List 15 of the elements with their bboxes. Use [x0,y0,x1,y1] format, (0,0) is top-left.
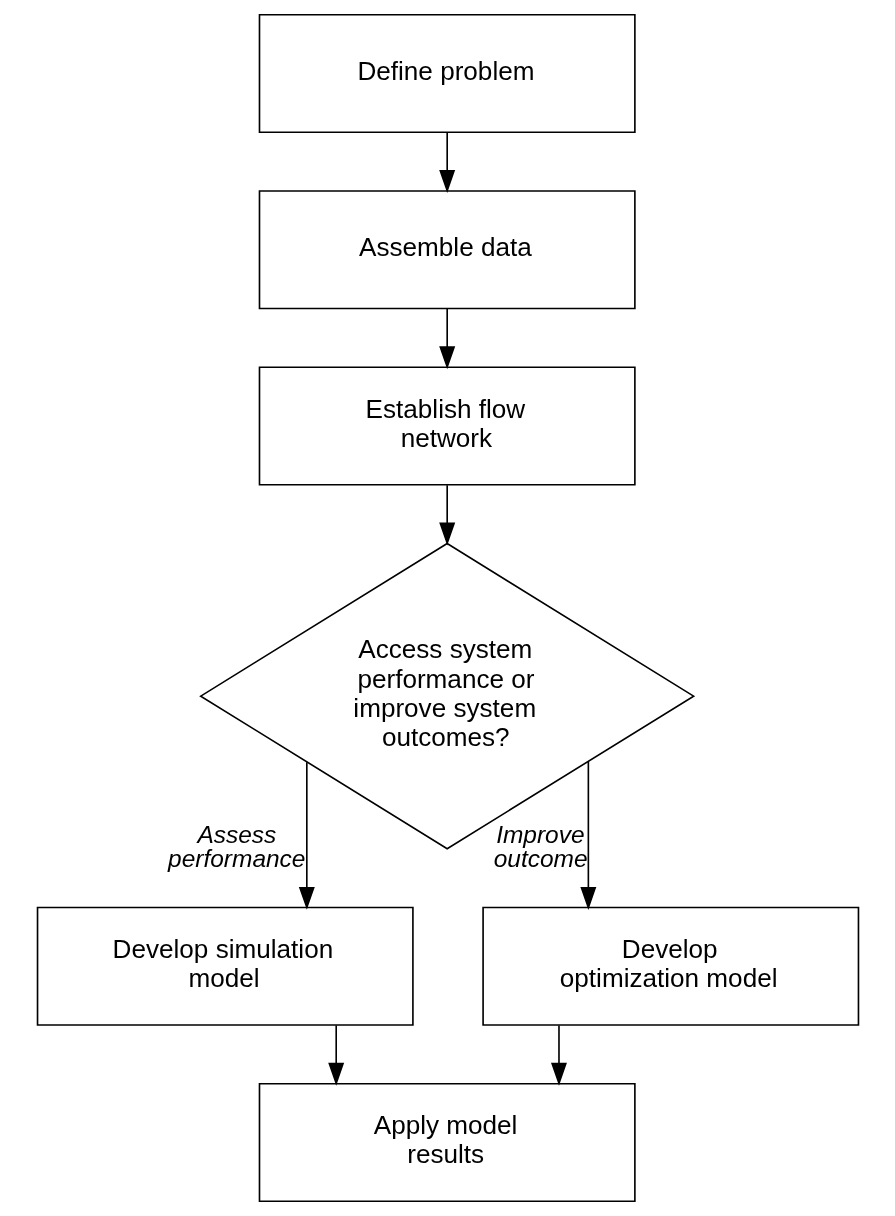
edge-label: Assess performance [167,820,305,873]
arrow [438,308,455,370]
arrow [298,761,315,910]
edge-label: Improve outcome [493,820,588,873]
node-box: Establish flow network [258,366,636,486]
arrow [550,1024,567,1086]
arrow [579,760,596,910]
arrow [438,484,455,546]
node-box: Develop simulation model [36,906,414,1026]
node-box: Define problem [258,13,636,134]
arrow [438,131,455,193]
arrow [327,1024,344,1086]
node-box: Apply model results [258,1082,636,1203]
node-box: Develop optimization model [481,906,859,1026]
node-box: Assemble data [258,190,636,310]
